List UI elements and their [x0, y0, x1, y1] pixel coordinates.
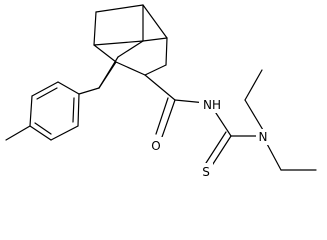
thiocarbonyl-double-bond	[210, 135, 232, 168]
cage-bond	[115, 61, 146, 76]
cage-to-carbonyl-bond	[144, 74, 176, 101]
molecule-drawing: NH O N S	[5, 4, 317, 180]
cage-bond	[117, 40, 144, 58]
thione-sulfur-label: S	[202, 165, 210, 179]
ring-double-bond	[72, 97, 75, 123]
cage-bond	[95, 4, 144, 13]
atom-labels: NH O N S	[148, 96, 270, 180]
carbonyl-double-bond	[155, 97, 169, 135]
ring-bond	[29, 95, 33, 127]
cage-bond	[98, 56, 119, 89]
ring-double-bond	[36, 87, 58, 100]
ring-bond	[77, 93, 80, 127]
ring-bond	[29, 125, 52, 141]
ring-double-bond	[34, 122, 52, 135]
carbonyl-oxygen-label: O	[151, 139, 160, 153]
cage-bond	[142, 4, 168, 39]
methyl-bond	[5, 125, 31, 141]
ethyl-bond	[244, 99, 264, 131]
cage-bond	[165, 37, 168, 66]
ethyl-bond	[265, 141, 282, 171]
thiocarbonyl-double-bond	[205, 131, 227, 164]
cage-bond	[93, 40, 144, 46]
diethylamino-nitrogen-label: N	[259, 130, 268, 144]
amide-nitrogen-label: NH	[203, 98, 221, 112]
cage-bond	[93, 44, 117, 63]
ethyl-bond	[244, 69, 263, 101]
carbonyl-double-bond	[161, 99, 176, 138]
ring-bond	[31, 81, 59, 97]
ring-bond	[50, 125, 79, 141]
aryl-attachment-bond	[78, 87, 100, 95]
cage-bond	[142, 37, 168, 42]
bonds	[5, 4, 317, 171]
ring-bond	[57, 81, 80, 95]
cage-bond	[144, 64, 167, 76]
cage-bond	[93, 11, 97, 46]
